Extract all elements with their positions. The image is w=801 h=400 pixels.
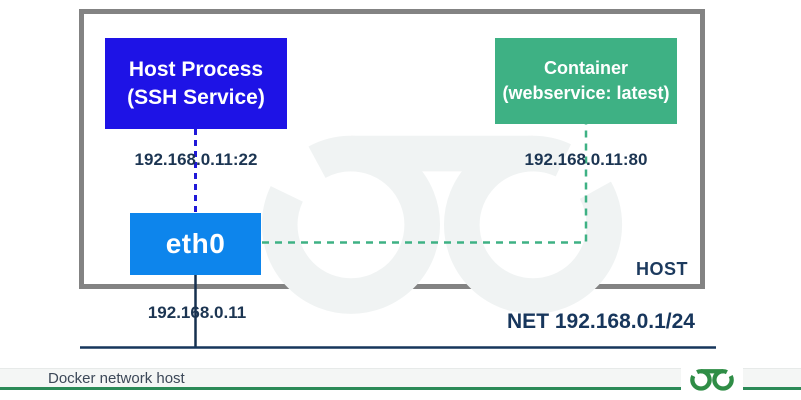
eth0-label: eth0 (165, 228, 226, 259)
host-process-label-line2: (SSH Service) (127, 85, 265, 109)
geeksforgeeks-watermark-icon (261, 135, 623, 314)
host-label: HOST (635, 259, 688, 279)
host-process-label-line1: Host Process (128, 57, 264, 81)
eth0-interface-box: eth0 (130, 213, 261, 275)
container-label-line1: Container (543, 58, 628, 78)
container-label-line2: (webservice: latest) (502, 83, 670, 103)
container-box: Container (webservice: latest) (495, 38, 677, 124)
network-subnet-label: NET 192.168.0.1/24 (507, 310, 695, 333)
web-endpoint-label: 192.168.0.11:80 (524, 150, 648, 169)
footer-bar: Docker network host (0, 368, 801, 388)
host-ip-label: 192.168.0.11 (147, 303, 247, 322)
host-process-box: Host Process (SSH Service) (105, 38, 287, 129)
geeksforgeeks-logo-icon (681, 362, 743, 392)
ssh-endpoint-label: 192.168.0.11:22 (134, 150, 258, 169)
footer-divider-line (0, 387, 801, 390)
footer-caption: Docker network host (48, 370, 185, 387)
